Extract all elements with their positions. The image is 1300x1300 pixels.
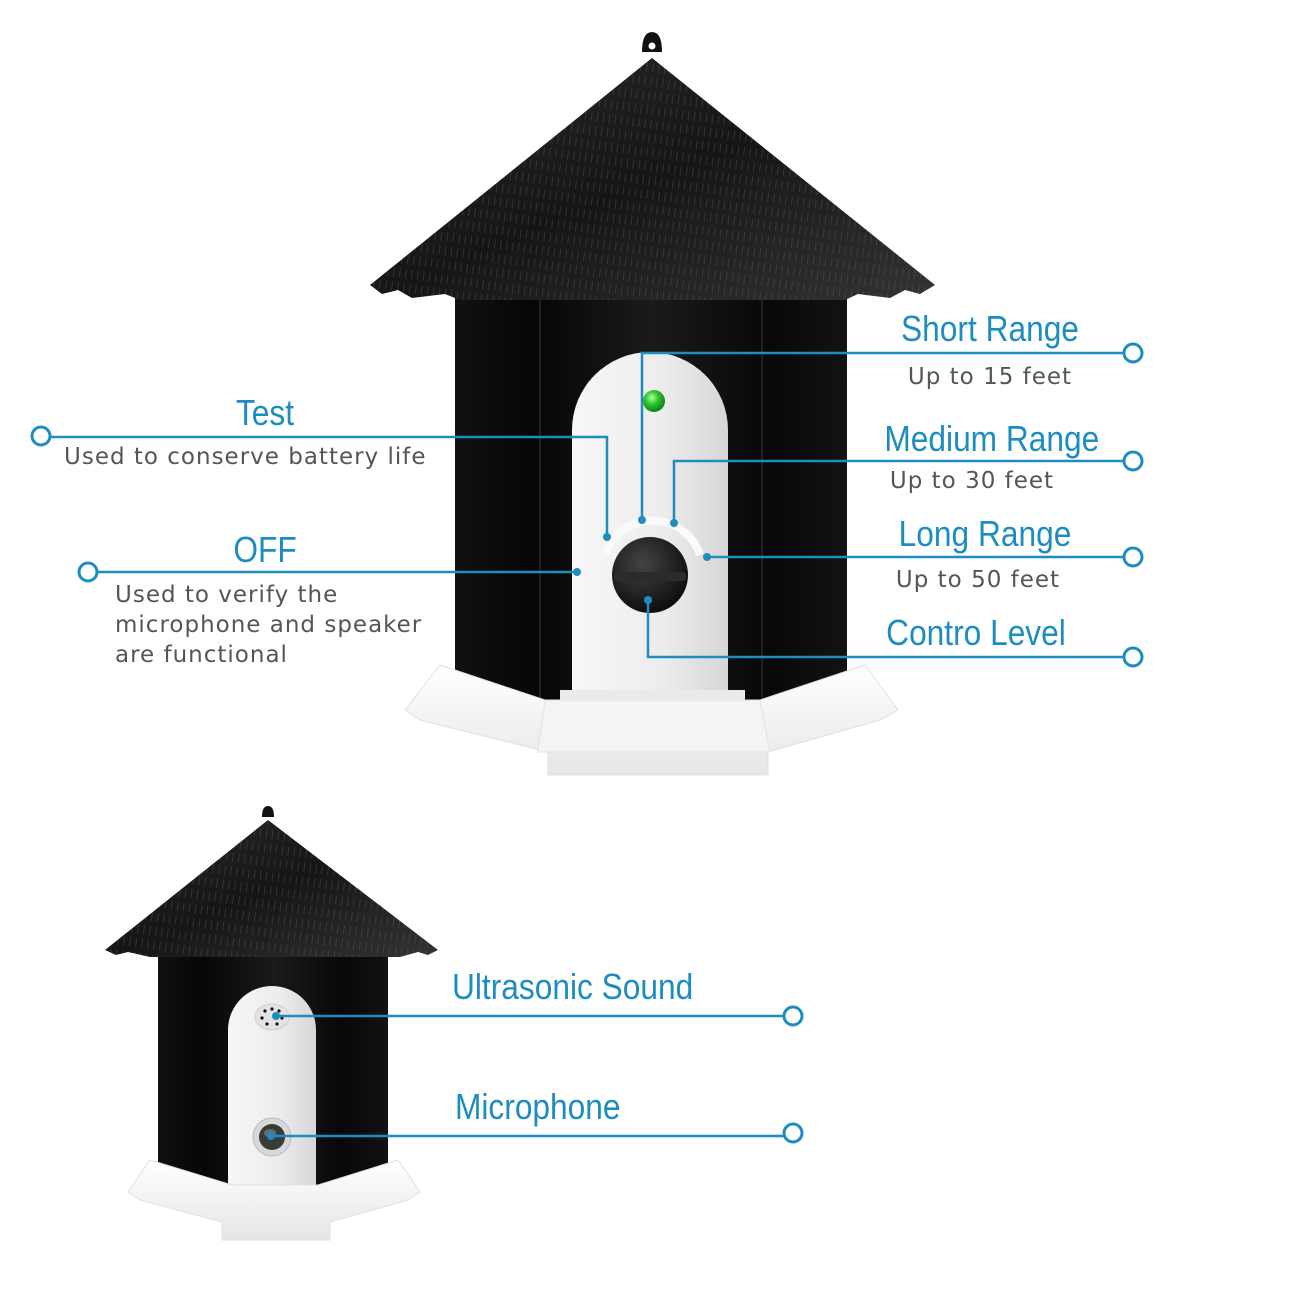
callout-title-control-level: Contro Level: [886, 612, 1066, 653]
device-base: [404, 664, 899, 776]
callout-subtitle-long-range: Up to 50 feet: [895, 567, 1061, 593]
callout-endpoint-icon: [30, 342, 1144, 668]
callout-title-microphone: Microphone: [455, 1086, 621, 1127]
hanging-loop-icon: [642, 32, 662, 52]
device-roof: [370, 58, 935, 300]
control-knob-icon: [601, 516, 704, 613]
secondary-device: [105, 806, 438, 1241]
main-callout-lines: [50, 351, 1125, 659]
callout-subtitle-off: Used to verify the microphone and speake…: [115, 582, 423, 668]
led-indicator-icon: [643, 390, 665, 412]
secondary-callout-lines: [271, 1014, 784, 1138]
front-panel: [572, 352, 728, 700]
callout-subtitle-test: Used to conserve battery life: [64, 444, 427, 470]
callout-title-long-range: Long Range: [898, 513, 1072, 554]
callout-title-off: OFF: [233, 529, 297, 570]
callout-endpoint-icon: [782, 1005, 804, 1144]
anchor-dots: [573, 516, 711, 604]
callout-title-test: Test: [235, 392, 295, 433]
callout-title-ultrasonic-sound: Ultrasonic Sound: [452, 966, 694, 1007]
speaker-grille-icon: [254, 1003, 290, 1031]
callout-title-medium-range: Medium Range: [884, 418, 1100, 459]
main-device: [370, 32, 935, 776]
callout-subtitle-medium-range: Up to 30 feet: [889, 468, 1055, 494]
callout-subtitle-short-range: Up to 15 feet: [907, 364, 1073, 390]
callout-title-short-range: Short Range: [901, 308, 1079, 349]
